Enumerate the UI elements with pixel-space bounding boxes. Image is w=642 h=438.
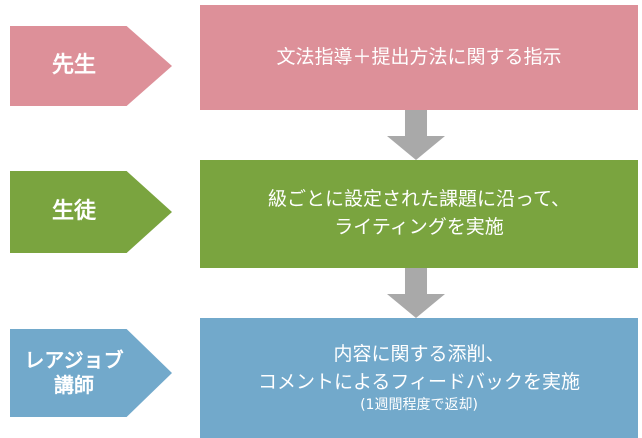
actor-chevron-tutor: レアジョブ 講師 [10, 329, 172, 417]
step-text-teacher: 文法指導＋提出方法に関する指示 [276, 45, 562, 68]
actor-chevron-teacher: 先生 [10, 26, 172, 106]
step-text-tutor-note: (1週間程度で返却) [360, 397, 478, 414]
step-box-teacher: 文法指導＋提出方法に関する指示 [200, 5, 638, 110]
actor-chevron-student: 生徒 [10, 171, 172, 253]
step-text-tutor-line1: 内容に関する添削、 [333, 343, 505, 366]
actor-label-tutor-line1: レアジョブ [24, 348, 124, 372]
step-box-tutor: 内容に関する添削、 コメントによるフィードバックを実施 (1週間程度で返却) [200, 318, 638, 438]
actor-label-student: 生徒 [51, 199, 96, 225]
actor-label-tutor-line2: 講師 [54, 373, 94, 397]
down-arrow-icon [387, 268, 445, 318]
actor-label-teacher: 先生 [51, 53, 96, 79]
down-arrow-icon [387, 110, 445, 160]
step-text-tutor-line2: コメントによるフィードバックを実施 [257, 370, 581, 393]
step-text-student-line2: ライティングを実施 [334, 216, 504, 238]
step-text-student-line1: 級ごとに設定された課題に沿って、 [267, 188, 571, 211]
step-box-student: 級ごとに設定された課題に沿って、 ライティングを実施 [200, 160, 638, 268]
